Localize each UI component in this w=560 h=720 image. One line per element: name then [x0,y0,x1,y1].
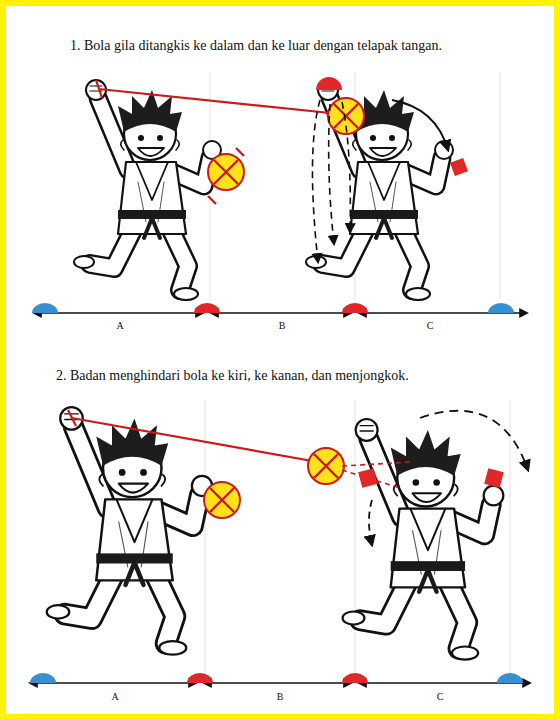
cone [187,673,213,683]
cone [194,303,220,313]
zone-label: C [427,320,434,332]
karate-kid [343,419,504,660]
cone [497,673,523,683]
instruction-text: 2. Badan menghindari bola ke kiri, ke ka… [56,368,409,384]
karate-kid [306,80,453,300]
throw-line [68,410,318,462]
zone-label: A [111,691,118,703]
zone-label: C [437,691,444,703]
karate-kid [74,80,221,300]
ball [308,448,344,484]
hand-guard [450,158,468,176]
cone [32,303,58,313]
ball [204,482,240,518]
hand-guard [484,468,504,488]
cone [488,303,514,313]
cone [342,673,368,683]
hand-guard [358,468,378,488]
frame [3,3,557,717]
zone-label: A [116,320,123,332]
zone-label: B [279,320,286,332]
throw-line [96,80,340,114]
instruction-text: 1. Bola gila ditangkis ke dalam dan ke l… [70,38,442,54]
cone [342,303,368,313]
karate-kid [47,407,212,655]
ball [208,154,244,190]
hand-guard [316,77,342,90]
zone-label: B [277,691,284,703]
cone [30,673,56,683]
